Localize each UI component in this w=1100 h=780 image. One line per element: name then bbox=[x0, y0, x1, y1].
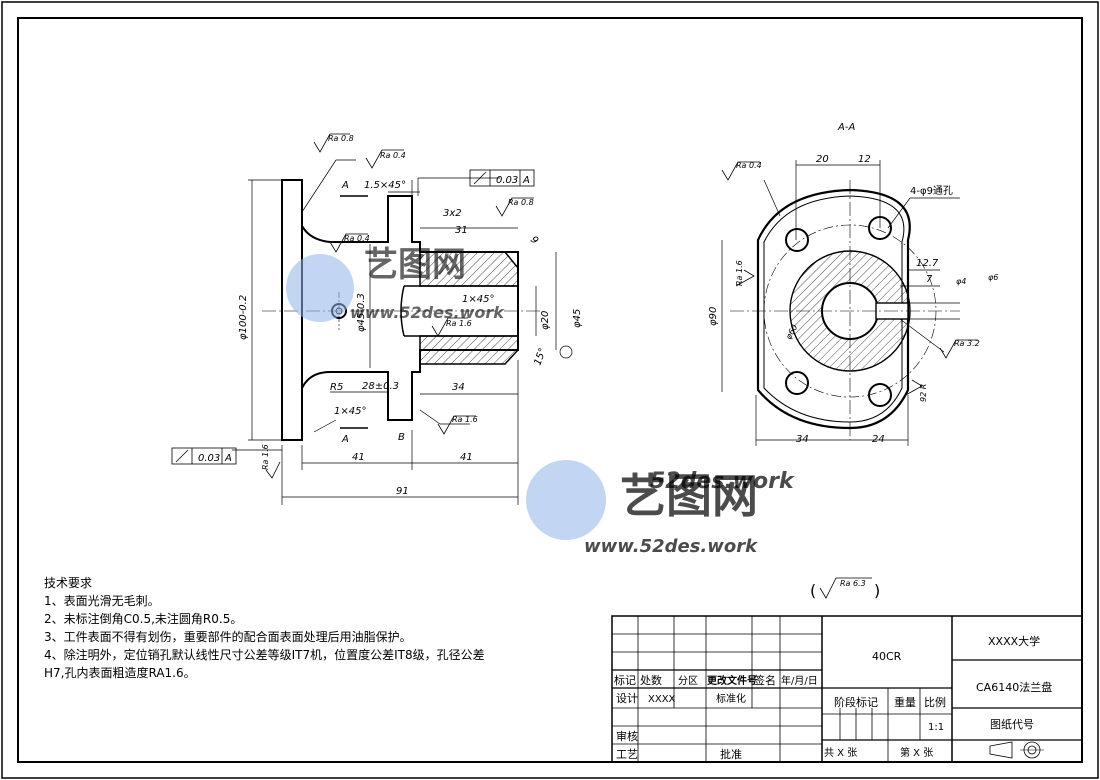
length-dimension: 34 bbox=[796, 434, 809, 445]
diameter-dimension: φ90 bbox=[708, 307, 719, 326]
inner-border bbox=[17, 17, 1083, 763]
diameter-dimension: φ20 bbox=[540, 311, 551, 330]
radius-dimension: 92 R bbox=[919, 384, 928, 402]
length-dimension: 7 bbox=[926, 274, 933, 285]
groove-dimension: 3x2 bbox=[443, 208, 462, 219]
tb-approve-label: 批准 bbox=[720, 747, 742, 761]
note-item: 2、未标注倒角C0.5,未注圆角R0.5。 bbox=[44, 612, 243, 626]
watermark-name: 艺图网 bbox=[620, 469, 758, 523]
tb-sheets-total: 共 X 张 bbox=[824, 747, 857, 759]
note-item: 3、工件表面不得有划伤，重要部件的配合面表面处理后用油脂保护。 bbox=[44, 630, 412, 644]
roughness-label: Ra 0.4 bbox=[380, 151, 406, 160]
roughness-label: Ra 1.6 bbox=[452, 415, 478, 424]
length-dimension: 34 bbox=[452, 382, 465, 393]
roughness-label: Ra 0.4 bbox=[736, 161, 762, 170]
roughness-label: Ra 1.6 bbox=[735, 260, 744, 286]
tb-label: 分区 bbox=[678, 675, 698, 687]
tb-review-label: 审核 bbox=[616, 729, 638, 743]
tolerance-value: 0.03 bbox=[496, 175, 518, 186]
technical-requirements: 技术要求 1、表面光滑无毛刺。 2、未标注倒角C0.5,未注圆角R0.5。 3、… bbox=[44, 574, 544, 682]
svg-text:): ) bbox=[874, 581, 880, 600]
roughness-label: Ra 3.2 bbox=[954, 339, 980, 348]
length-dimension: 20 bbox=[816, 154, 829, 165]
diameter-dimension: φ45 bbox=[572, 309, 583, 328]
section-view bbox=[721, 160, 978, 446]
tb-label: 签名 bbox=[754, 673, 776, 687]
title-block-labels: 标记 处数 分区 更改文件号 签名 年/月/日 设计 XXXX 标准化 审核 工… bbox=[614, 634, 1052, 761]
radius-dimension: R5 bbox=[330, 382, 343, 393]
roughness-label: Ra 0.8 bbox=[508, 198, 534, 207]
tb-material: 40CR bbox=[872, 650, 902, 663]
tb-label: 更改文件号 bbox=[707, 674, 757, 687]
tb-label: 标记 bbox=[614, 673, 636, 687]
tolerance-datum: A bbox=[224, 453, 232, 464]
watermark: 艺图网 www.52des.work 艺图网 52des.work www.52… bbox=[286, 245, 795, 557]
diameter-dimension: φ4 bbox=[956, 277, 966, 286]
tb-drawing-no-label: 图纸代号 bbox=[990, 718, 1034, 731]
length-dimension: 41 bbox=[460, 452, 473, 463]
length-dimension: 91 bbox=[396, 486, 409, 497]
section-view-labels: A-A 20 12 4-φ9通孔 12.7 7 φ4 φ6 φ90 φ60 34… bbox=[708, 122, 998, 445]
tb-design-label: 设计 bbox=[616, 692, 638, 705]
tb-part-name: CA6140法兰盘 bbox=[976, 680, 1052, 694]
angle-dimension: 15° bbox=[532, 347, 548, 367]
watermark-name: 艺图网 bbox=[364, 245, 466, 285]
datum-label: B bbox=[398, 432, 405, 443]
chamfer-dimension: 1×45° bbox=[334, 406, 366, 417]
tb-label: 年/月/日 bbox=[781, 674, 818, 687]
front-view-labels: Ra 0.8 Ra 0.4 Ra 0.8 Ra 0.4 Ra 1.6 Ra 1.… bbox=[198, 134, 583, 497]
section-label: A-A bbox=[837, 122, 855, 133]
length-dimension: 31 bbox=[455, 225, 468, 236]
watermark-url-short: 52des.work bbox=[650, 469, 795, 494]
diameter-dimension: φ100-0.2 bbox=[238, 295, 249, 340]
length-dimension: 41 bbox=[352, 452, 365, 463]
length-dimension: 12.7 bbox=[916, 258, 939, 269]
chamfer-dimension: 1×45° bbox=[462, 294, 494, 305]
general-roughness: ( Ra 6.3 ) bbox=[810, 577, 880, 600]
tb-process-label: 工艺 bbox=[616, 748, 638, 761]
svg-text:(: ( bbox=[810, 581, 816, 600]
roughness-label: Ra 0.8 bbox=[328, 134, 354, 143]
tb-label: 处数 bbox=[640, 674, 662, 687]
length-dimension: 24 bbox=[872, 434, 885, 445]
title-block bbox=[611, 615, 1083, 763]
roughness-label: Ra 1.6 bbox=[261, 444, 270, 470]
general-roughness-label: Ra 6.3 bbox=[840, 579, 866, 588]
diameter-dimension: φ6 bbox=[988, 273, 998, 282]
tb-weight-label: 重量 bbox=[894, 695, 916, 709]
tolerance-value: 0.03 bbox=[198, 453, 220, 464]
notes-heading: 技术要求 bbox=[44, 576, 93, 590]
tb-stage-label: 阶段标记 bbox=[834, 695, 878, 709]
length-dimension: 12 bbox=[858, 154, 871, 165]
datum-label: A bbox=[341, 434, 349, 445]
note-item: 1、表面光滑无毛刺。 bbox=[44, 594, 160, 608]
front-view bbox=[171, 133, 573, 505]
datum-label: A bbox=[341, 180, 349, 191]
tb-standardize-label: 标准化 bbox=[716, 692, 746, 705]
tb-design-name: XXXX bbox=[648, 694, 676, 705]
note-item: H7,孔内表面粗造度RA1.6。 bbox=[44, 666, 196, 680]
roughness-label: Ra 0.4 bbox=[344, 234, 370, 243]
tb-scale-value: 1:1 bbox=[928, 722, 944, 733]
length-dimension: 9 bbox=[528, 234, 540, 246]
tolerance-datum: A bbox=[522, 175, 530, 186]
diameter-dimension: φ45-0.3 bbox=[356, 293, 367, 332]
chamfer-dimension: 1.5×45° bbox=[364, 180, 406, 191]
roughness-label: Ra 1.6 bbox=[446, 319, 472, 328]
length-dimension: 28±0.3 bbox=[362, 381, 399, 392]
tb-sheet-no: 第 X 张 bbox=[900, 746, 933, 759]
hole-note: 4-φ9通孔 bbox=[910, 185, 953, 197]
tb-school: XXXX大学 bbox=[988, 634, 1040, 648]
tb-scale-label: 比例 bbox=[924, 695, 946, 709]
watermark-url: www.52des.work bbox=[584, 536, 758, 557]
watermark-url: www.52des.work bbox=[350, 303, 505, 322]
note-item: 4、除注明外，定位销孔默认线性尺寸公差等级IT7机，位置度公差IT8级，孔径公差 bbox=[44, 648, 485, 662]
